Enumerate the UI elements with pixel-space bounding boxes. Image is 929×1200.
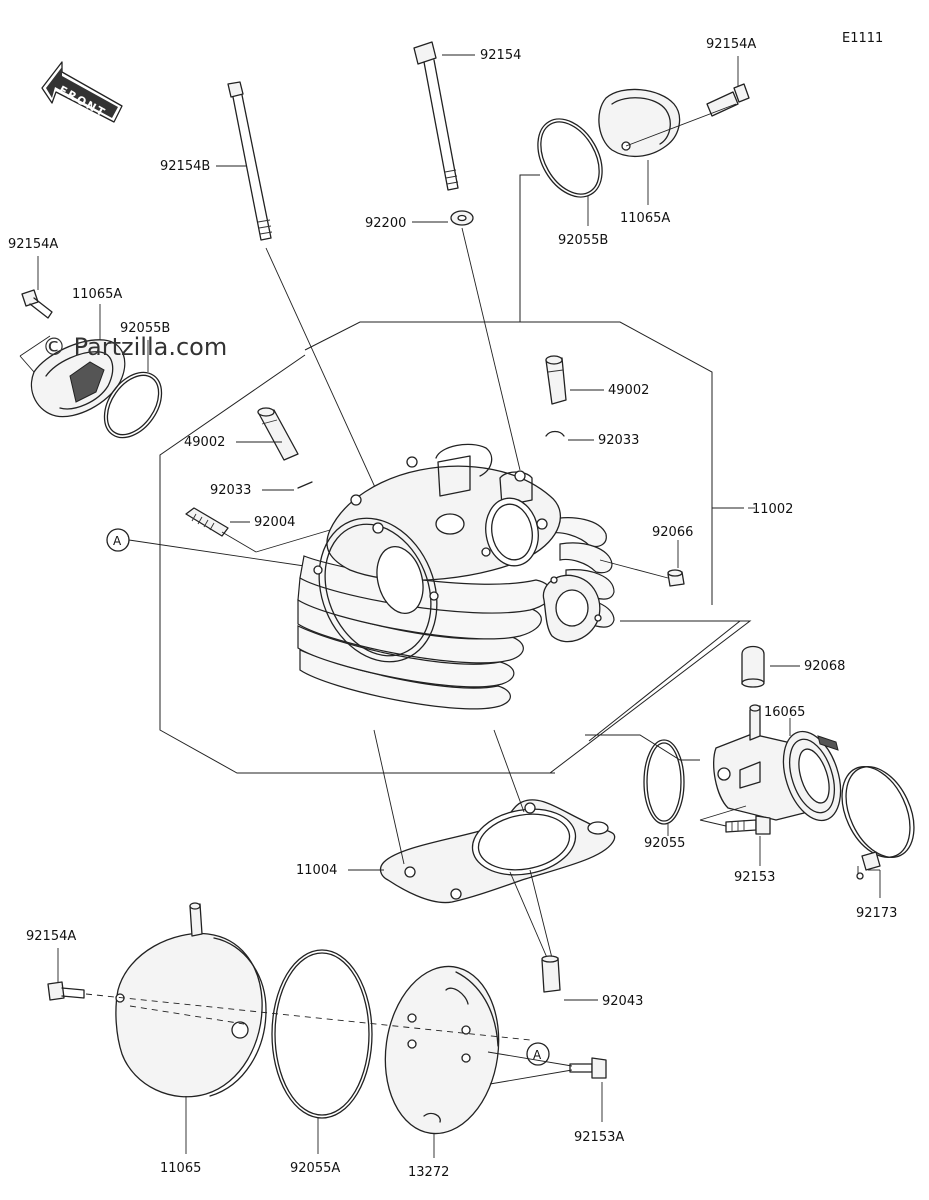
cover-11065	[115, 902, 267, 1098]
valve-guide-49002-left	[257, 407, 299, 461]
bolt-92154a-bottom	[47, 981, 85, 1001]
head-gasket-11004	[373, 729, 616, 961]
clip-92033-right	[545, 430, 565, 437]
label-92154b: 92154B	[160, 159, 210, 174]
label-92200: 92200	[365, 216, 406, 231]
label-92033-left: 92033	[210, 483, 251, 498]
clip-92033-left	[297, 481, 313, 489]
washer-92200	[450, 210, 474, 226]
label-11002: 11002	[752, 502, 793, 517]
label-11065a-left: 11065A	[72, 287, 122, 302]
label-92004: 92004	[254, 515, 295, 530]
label-11004: 11004	[296, 863, 337, 878]
label-92153: 92153	[734, 870, 775, 885]
dowel-92066	[599, 559, 685, 587]
ref-marker-a-top-label: A	[113, 534, 122, 548]
ref-marker-a-top: A	[106, 528, 319, 569]
cap-92068	[741, 645, 765, 688]
label-92055: 92055	[644, 836, 685, 851]
alignment-line-2	[129, 1005, 245, 1025]
label-92043: 92043	[602, 994, 643, 1009]
valve-guide-49002-right	[545, 355, 567, 405]
bolt-92153	[699, 805, 771, 835]
label-11065a-right: 11065A	[620, 211, 670, 226]
label-92154a-bottom: 92154A	[26, 929, 76, 944]
o-ring-92055	[643, 739, 685, 825]
watermark: © Partzilla.com	[42, 333, 227, 361]
label-13272: 13272	[408, 1165, 449, 1180]
dowel-92043	[541, 955, 561, 993]
o-ring-92055b-right	[537, 118, 603, 198]
tappet-cover-11065a-left	[19, 335, 126, 418]
intake-pipe-16065	[713, 704, 842, 822]
bolt-92153a	[487, 1051, 607, 1085]
label-92055a: 92055A	[290, 1161, 340, 1176]
diagram-code: E1111	[842, 31, 883, 46]
label-92153a: 92153A	[574, 1130, 624, 1145]
tappet-cover-11065a-right	[598, 88, 737, 157]
label-92154: 92154	[480, 48, 521, 63]
label-49002-right: 49002	[608, 383, 649, 398]
alignment-line-1	[85, 993, 531, 1041]
label-92066: 92066	[652, 525, 693, 540]
cylinder-head-11002	[297, 443, 615, 710]
plate-13272	[384, 965, 500, 1135]
o-ring-92055a	[271, 949, 373, 1119]
label-92154a-top: 92154A	[706, 37, 756, 52]
label-49002-left: 49002	[184, 435, 225, 450]
front-arrow-icon: FRONT	[41, 61, 123, 123]
assembly-frame	[159, 174, 752, 774]
ref-marker-a-bottom-label: A	[533, 1048, 542, 1062]
stud-92004	[185, 507, 229, 537]
bolt-92154	[413, 41, 521, 471]
bolt-92154a-left	[21, 289, 53, 319]
label-92055b-right: 92055B	[558, 233, 608, 248]
label-92154a-left: 92154A	[8, 237, 58, 252]
label-16065: 16065	[764, 705, 805, 720]
label-92068: 92068	[804, 659, 845, 674]
label-11065: 11065	[160, 1161, 201, 1176]
stud-bolt-92154b	[227, 81, 431, 609]
o-ring-92055b-left	[103, 371, 163, 439]
label-92173: 92173	[856, 906, 897, 921]
label-92055b-left: 92055B	[120, 321, 170, 336]
clamp-92173	[841, 766, 915, 880]
label-92033-right: 92033	[598, 433, 639, 448]
bolt-92154a-top	[706, 83, 750, 117]
ref-marker-a-bottom: A	[526, 1042, 550, 1066]
